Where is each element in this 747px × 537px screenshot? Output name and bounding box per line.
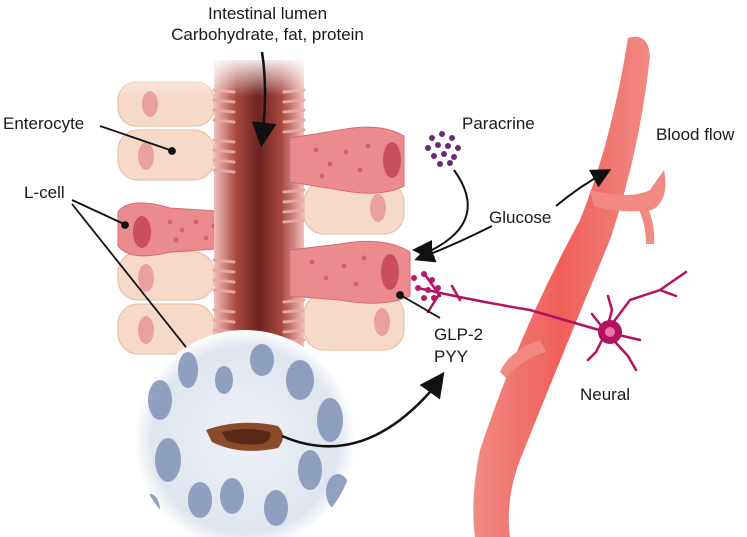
enterocyte-nucleus xyxy=(138,142,154,170)
glucose-arrow-in xyxy=(414,225,493,263)
nutrient-arrow xyxy=(251,51,277,148)
l-cell-nucleus xyxy=(381,254,399,290)
l-cell-label: L-cell xyxy=(24,183,65,202)
glp2-label: GLP-2 xyxy=(434,325,484,344)
enterocyte-nucleus xyxy=(142,91,158,117)
enterocyte-nucleus xyxy=(374,308,390,336)
glucose-arrow-out xyxy=(555,169,612,207)
paracrine-granules xyxy=(425,131,461,167)
glucose-label: Glucose xyxy=(489,208,552,227)
microvilli-left xyxy=(212,88,236,344)
l-cell-nucleus xyxy=(133,216,151,248)
enterocyte-nucleus xyxy=(138,264,154,292)
secretion-arrow xyxy=(281,371,445,448)
enterocyte-label: Enterocyte xyxy=(3,114,85,133)
secreted-granules xyxy=(411,271,441,301)
pyy-label: PYY xyxy=(434,347,469,366)
blood-vessel xyxy=(473,36,666,537)
l-cell-nucleus xyxy=(383,142,401,178)
epithelium-right xyxy=(289,126,411,351)
neural-label: Neural xyxy=(580,385,631,404)
epithelium-left xyxy=(117,81,233,355)
histology-inset xyxy=(135,330,355,537)
l-cell-right-lower xyxy=(289,240,411,304)
lumen-title: Intestinal lumen xyxy=(207,4,328,23)
paracrine-label: Paracrine xyxy=(462,114,535,133)
lumen-nutrients: Carbohydrate, fat, protein xyxy=(171,25,364,44)
enterocyte-nucleus xyxy=(138,316,154,344)
enterocyte-cell xyxy=(117,251,215,301)
enterocyte-nucleus xyxy=(370,194,386,222)
l-cell-right-upper xyxy=(289,126,405,194)
paracrine-arrow xyxy=(412,169,469,260)
blood-flow-label: Blood flow xyxy=(656,125,735,144)
